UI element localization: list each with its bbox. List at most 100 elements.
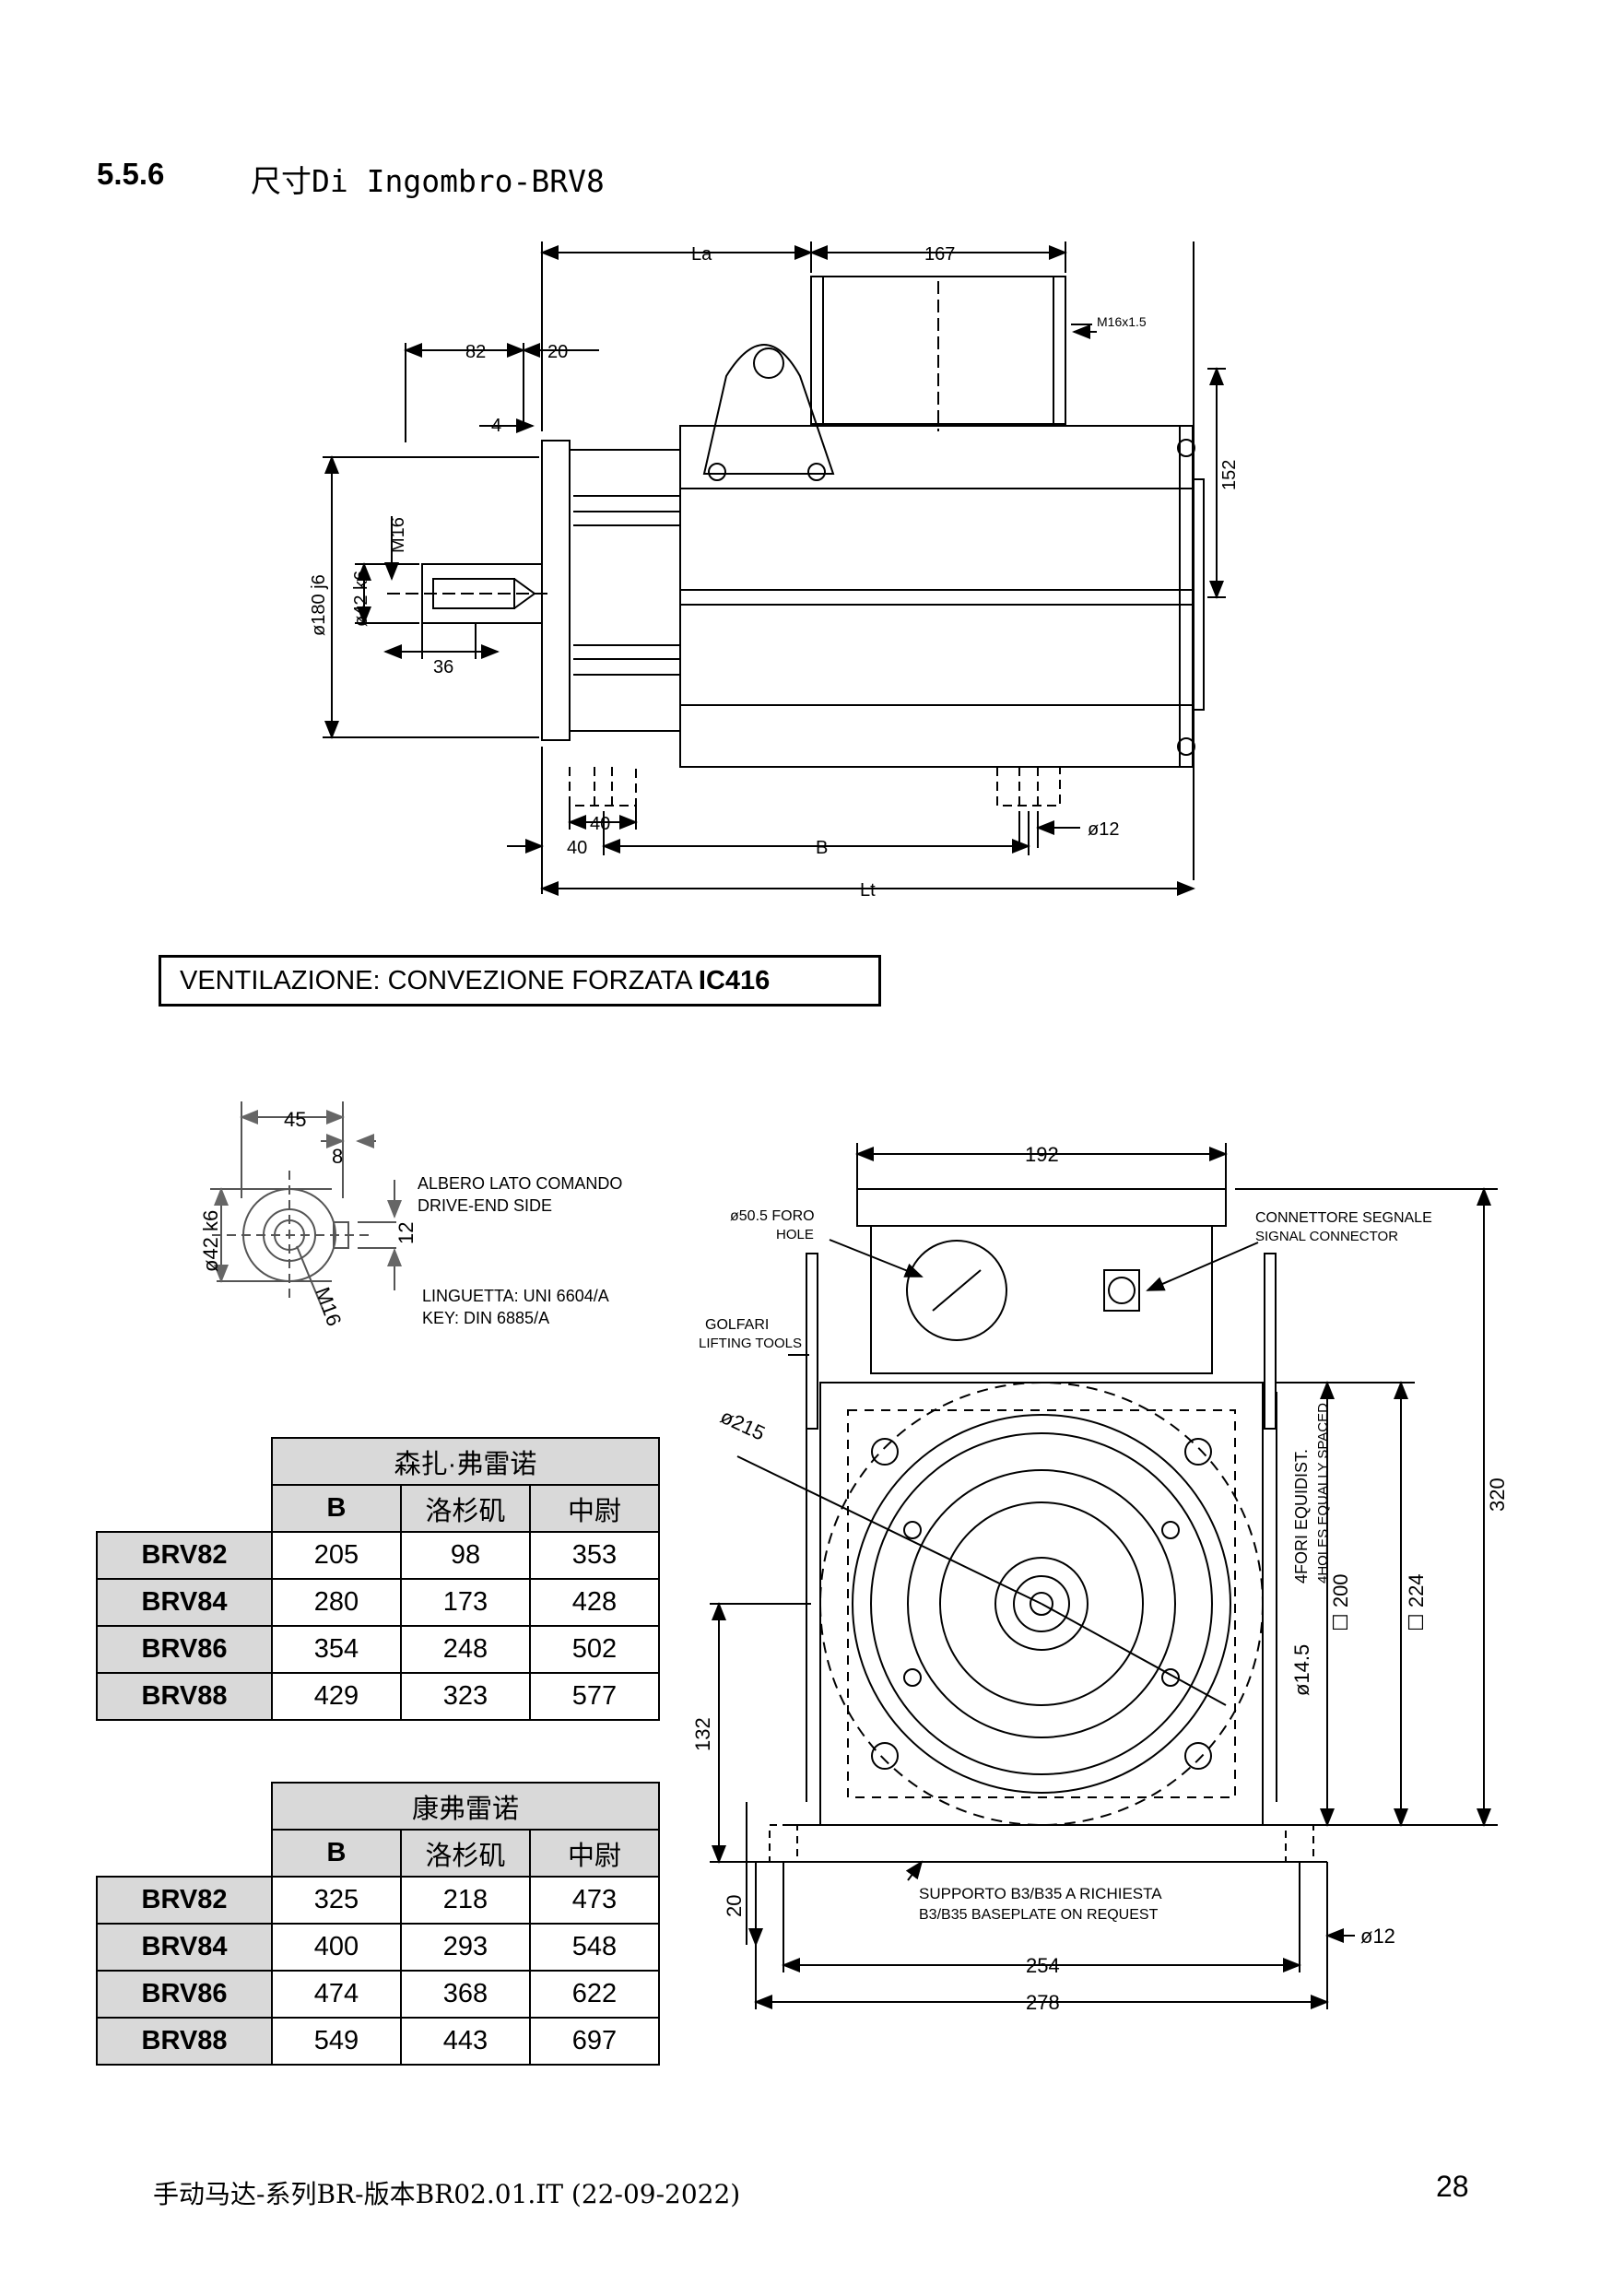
row-model: BRV88 — [96, 2017, 273, 2066]
ventilation-text: VENTILAZIONE: CONVEZIONE FORZATA — [180, 966, 699, 995]
cell-b: 354 — [271, 1625, 402, 1674]
dim-20: 20 — [547, 342, 568, 362]
support-label-en: B3/B35 BASEPLATE ON REQUEST — [919, 1907, 1159, 1923]
cell-la: 293 — [400, 1923, 531, 1972]
front-dim-d145: ø14.5 — [1290, 1644, 1313, 1696]
row-model: BRV86 — [96, 1970, 273, 2019]
cell-la: 173 — [400, 1578, 531, 1627]
page-number: 28 — [1436, 2170, 1469, 2203]
cell-lt: 622 — [529, 1970, 660, 2019]
dim-82: 82 — [465, 342, 486, 362]
cell-la: 368 — [400, 1970, 531, 2019]
shaft-dim-8: 8 — [332, 1145, 343, 1168]
row-model: BRV88 — [96, 1672, 273, 1721]
dim-152: 152 — [1219, 460, 1240, 490]
dim-La: La — [691, 244, 712, 265]
dim-36: 36 — [433, 657, 453, 677]
key-label-it: LINGUETTA: UNI 6604/A — [422, 1287, 609, 1305]
dim-m16x15: M16x1.5 — [1097, 314, 1147, 329]
albero-label-en: DRIVE-END SIDE — [418, 1196, 552, 1215]
section-number: 5.5.6 — [97, 157, 165, 191]
foro-label-it: ø50.5 FORO — [730, 1208, 815, 1224]
table-row: BRV82 205 98 353 — [96, 1531, 660, 1580]
connector-label-it: CONNETTORE SEGNALE — [1255, 1210, 1432, 1226]
cell-b: 205 — [271, 1531, 402, 1580]
cell-la: 248 — [400, 1625, 531, 1674]
col-header-lt: 中尉 — [529, 1829, 660, 1878]
front-dim-20: 20 — [723, 1895, 746, 1917]
dim-B: B — [816, 838, 828, 858]
table-row: BRV84 400 293 548 — [96, 1923, 660, 1972]
col-header-b: B — [271, 1484, 402, 1533]
cell-b: 280 — [271, 1578, 402, 1627]
cell-lt: 548 — [529, 1923, 660, 1972]
cell-lt: 353 — [529, 1531, 660, 1580]
row-model: BRV86 — [96, 1625, 273, 1674]
albero-label-it: ALBERO LATO COMANDO — [418, 1174, 622, 1193]
cell-lt: 697 — [529, 2017, 660, 2066]
row-model: BRV82 — [96, 1531, 273, 1580]
table-group-header: 康弗雷诺 — [271, 1782, 660, 1831]
front-dim-192: 192 — [1025, 1143, 1059, 1166]
ventilation-box: VENTILAZIONE: CONVEZIONE FORZATA IC416 — [159, 955, 881, 1007]
front-dim-278: 278 — [1026, 1991, 1060, 2014]
ventilation-code: IC416 — [698, 966, 771, 995]
cell-b: 400 — [271, 1923, 402, 1972]
table-row: BRV88 549 443 697 — [96, 2017, 660, 2066]
cell-b: 549 — [271, 2017, 402, 2066]
shaft-dim-12: 12 — [394, 1222, 418, 1244]
dimension-table-with-brake: 康弗雷诺 B 洛杉矶 中尉 BRV82 325 218 473 BRV84 40… — [96, 1782, 660, 2066]
front-dim-254: 254 — [1026, 1954, 1060, 1977]
dim-4: 4 — [491, 416, 501, 436]
shaft-detail-drawing: 45 8 ø42 k6 12 M16 ALBERO LATO COMANDO D… — [199, 1101, 622, 1329]
cell-b: 325 — [271, 1876, 402, 1925]
connector-label-en: SIGNAL CONNECTOR — [1255, 1229, 1398, 1244]
shaft-dim-d42: ø42 k6 — [199, 1210, 222, 1272]
col-header-lt: 中尉 — [529, 1484, 660, 1533]
col-header-b: B — [271, 1829, 402, 1878]
shaft-dim-m16: M16 — [311, 1284, 346, 1329]
front-dim-200: ☐ 200 — [1329, 1573, 1352, 1631]
dimension-table-no-brake: 森扎·弗雷诺 B 洛杉矶 中尉 BRV82 205 98 353 BRV84 2… — [96, 1437, 660, 1721]
front-dim-224: ☐ 224 — [1405, 1573, 1428, 1631]
dim-d180: ø180 j6 — [309, 574, 329, 636]
shaft-dim-45: 45 — [284, 1108, 306, 1131]
cell-la: 218 — [400, 1876, 531, 1925]
front-dim-320: 320 — [1486, 1478, 1509, 1512]
front-dim-d12: ø12 — [1360, 1925, 1395, 1948]
row-model: BRV84 — [96, 1578, 273, 1627]
foro-label-en: HOLE — [776, 1227, 814, 1242]
dim-m16: M16 — [388, 517, 408, 553]
cell-lt: 502 — [529, 1625, 660, 1674]
dim-d42: ø42 k6 — [351, 571, 371, 627]
dim-167: 167 — [924, 244, 955, 265]
table-group-header: 森扎·弗雷诺 — [271, 1437, 660, 1486]
row-model: BRV84 — [96, 1923, 273, 1972]
golfari-label-it: GOLFARI — [705, 1317, 769, 1333]
cell-la: 323 — [400, 1672, 531, 1721]
footer-text: 手动马达-系列BR-版本BR02.01.IT (22-09-2022) — [153, 2179, 741, 2209]
holes-label-en: 4HOLES EQUALLY SPACED — [1315, 1403, 1331, 1584]
cell-b: 429 — [271, 1672, 402, 1721]
col-header-la: 洛杉矶 — [400, 1484, 531, 1533]
section-title: 尺寸Di Ingombro-BRV8 — [251, 163, 605, 199]
cell-la: 98 — [400, 1531, 531, 1580]
table-row: BRV88 429 323 577 — [96, 1672, 660, 1721]
cell-la: 443 — [400, 2017, 531, 2066]
front-dim-d215: ø215 — [717, 1405, 769, 1445]
dim-40-inner: 40 — [590, 814, 610, 834]
front-dim-132: 132 — [691, 1717, 714, 1751]
cell-lt: 428 — [529, 1578, 660, 1627]
cell-b: 474 — [271, 1970, 402, 2019]
cell-lt: 473 — [529, 1876, 660, 1925]
dim-40-outer: 40 — [567, 838, 587, 858]
support-label-it: SUPPORTO B3/B35 A RICHIESTA — [919, 1885, 1162, 1902]
side-view-drawing: La 167 M16x1.5 82 20 4 152 M16 ø180 j6 ø… — [309, 241, 1240, 901]
key-label-en: KEY: DIN 6885/A — [422, 1309, 549, 1327]
dim-d12: ø12 — [1088, 819, 1119, 840]
table-row: BRV82 325 218 473 — [96, 1876, 660, 1925]
holes-label-it: 4FORI EQUIDIST. — [1292, 1449, 1311, 1584]
col-header-la: 洛杉矶 — [400, 1829, 531, 1878]
table-row: BRV86 474 368 622 — [96, 1970, 660, 2019]
golfari-label-en: LIFTING TOOLS — [699, 1336, 802, 1351]
